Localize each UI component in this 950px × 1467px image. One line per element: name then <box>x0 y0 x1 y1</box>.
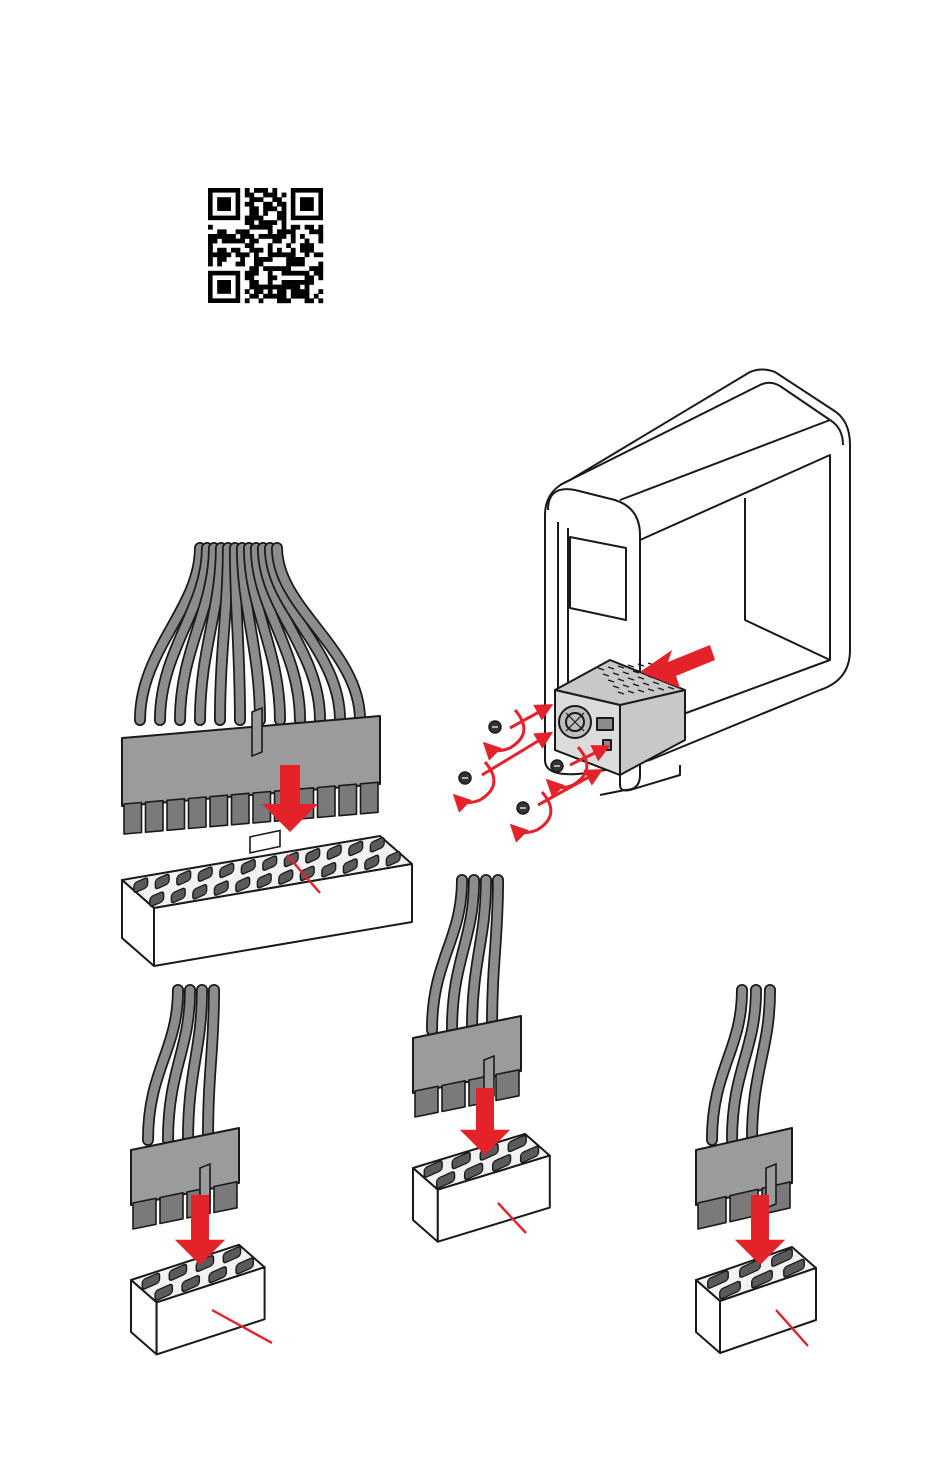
qr-code-icon <box>208 188 323 303</box>
plug-pin-housing <box>339 784 357 815</box>
plug-pin-housing <box>232 793 250 824</box>
plug-pin-housing <box>361 782 379 813</box>
pcie-6pin-connector-icon <box>696 990 816 1353</box>
cpu-power-connector-icon <box>131 990 272 1354</box>
socket-latch-tab <box>250 830 280 852</box>
plug-pin-housing <box>496 1070 519 1101</box>
arrow-right-icon <box>482 735 548 775</box>
screw-icon <box>517 802 529 814</box>
plug-pin-housing <box>160 1193 183 1224</box>
latch-clip <box>252 708 262 756</box>
screw-icon <box>489 721 501 733</box>
atx-24pin-connector-icon <box>122 548 412 966</box>
pcie-power-connector-icon <box>413 880 550 1242</box>
plug-pin-housing <box>133 1198 156 1229</box>
plug-pin-housing <box>146 801 164 832</box>
plug-pin-housing <box>698 1197 726 1229</box>
screw-icon <box>459 772 471 784</box>
plug-pin-housing <box>189 797 207 828</box>
plug-pin-housing <box>124 803 142 834</box>
screw-icon <box>551 760 563 772</box>
plug-pin-housing <box>415 1086 438 1117</box>
plug-pin-housing <box>318 786 336 817</box>
plug-pin-housing <box>167 799 185 830</box>
plug-pin-housing <box>214 1182 237 1213</box>
plug-pin-housing <box>442 1081 465 1112</box>
plug-pin-housing <box>210 795 228 826</box>
